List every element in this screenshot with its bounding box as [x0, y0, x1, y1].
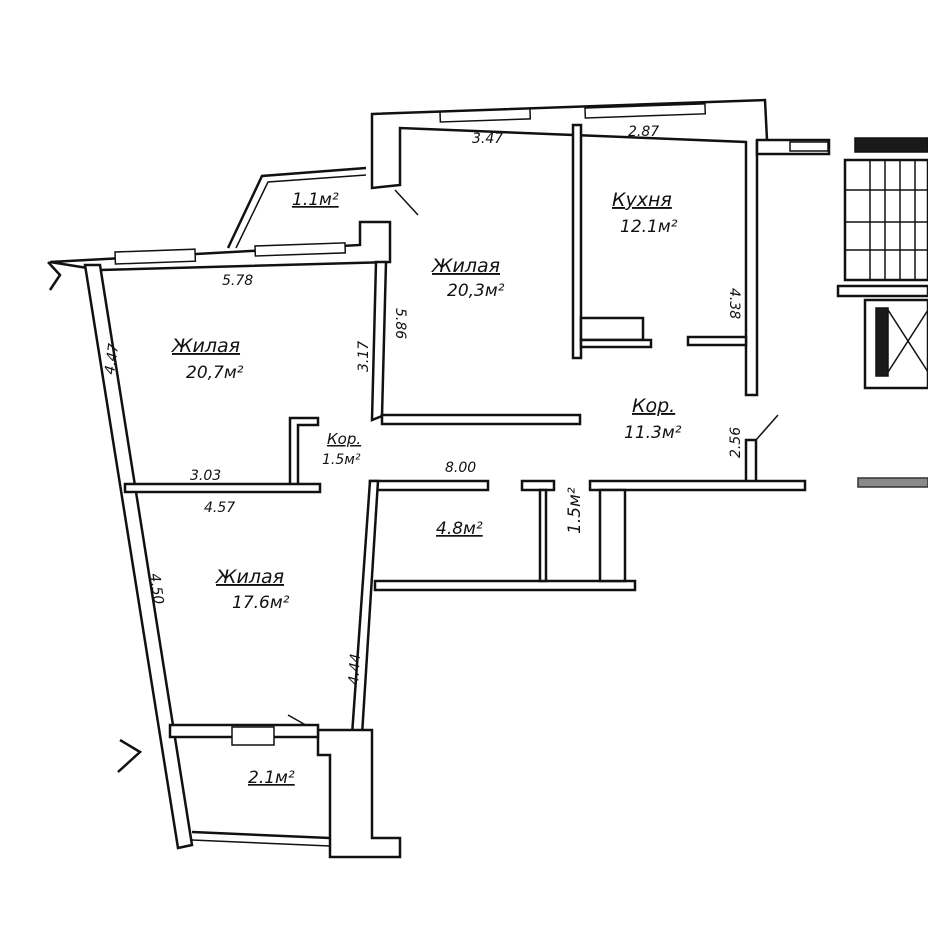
dimension: 3.17 — [356, 341, 372, 372]
room-name: Жилая — [431, 255, 500, 277]
dimension: 4.44 — [346, 653, 364, 685]
staircase — [836, 137, 928, 298]
balcony-area: 2.1м² — [248, 768, 295, 788]
room-name: Жилая — [215, 566, 284, 588]
dimension: 2.87 — [628, 124, 659, 140]
room-area: 12.1м² — [620, 217, 678, 237]
room-name: Кор. — [632, 395, 675, 417]
room-area: 4.8м² — [436, 519, 483, 539]
dimension: 2.56 — [728, 427, 744, 458]
room-name: Кор. — [327, 430, 361, 448]
room-name: Кухня — [612, 189, 672, 211]
dimension-labels: 3.47 2.87 4.38 5.78 3.17 5.86 4.47 2.56 … — [102, 124, 744, 685]
balcony-area: 1.1м² — [292, 190, 339, 210]
room-area: 11.3м² — [624, 423, 682, 443]
walls — [47, 98, 928, 859]
room-area: 1.5м² — [322, 452, 361, 468]
room-area: 20,3м² — [447, 281, 505, 301]
room-area: 1.5м² — [565, 487, 585, 534]
dimension: 8.00 — [445, 460, 476, 476]
room-name: Жилая — [171, 335, 240, 357]
elevator-shaft — [863, 298, 928, 390]
dimension: 4.50 — [146, 572, 166, 605]
dimension: 4.47 — [102, 342, 122, 375]
room-area: 17.6м² — [232, 593, 290, 613]
room-labels: Жилая 20,7м² Жилая 20,3м² Кухня 12.1м² К… — [171, 189, 682, 788]
dimension: 5.86 — [392, 308, 408, 339]
dimension: 4.38 — [726, 288, 742, 319]
dimension: 3.03 — [190, 468, 221, 484]
room-area: 20,7м² — [186, 363, 244, 383]
dimension: 3.47 — [472, 131, 503, 147]
dimension: 5.78 — [222, 273, 253, 289]
dimension: 4.57 — [204, 500, 235, 516]
